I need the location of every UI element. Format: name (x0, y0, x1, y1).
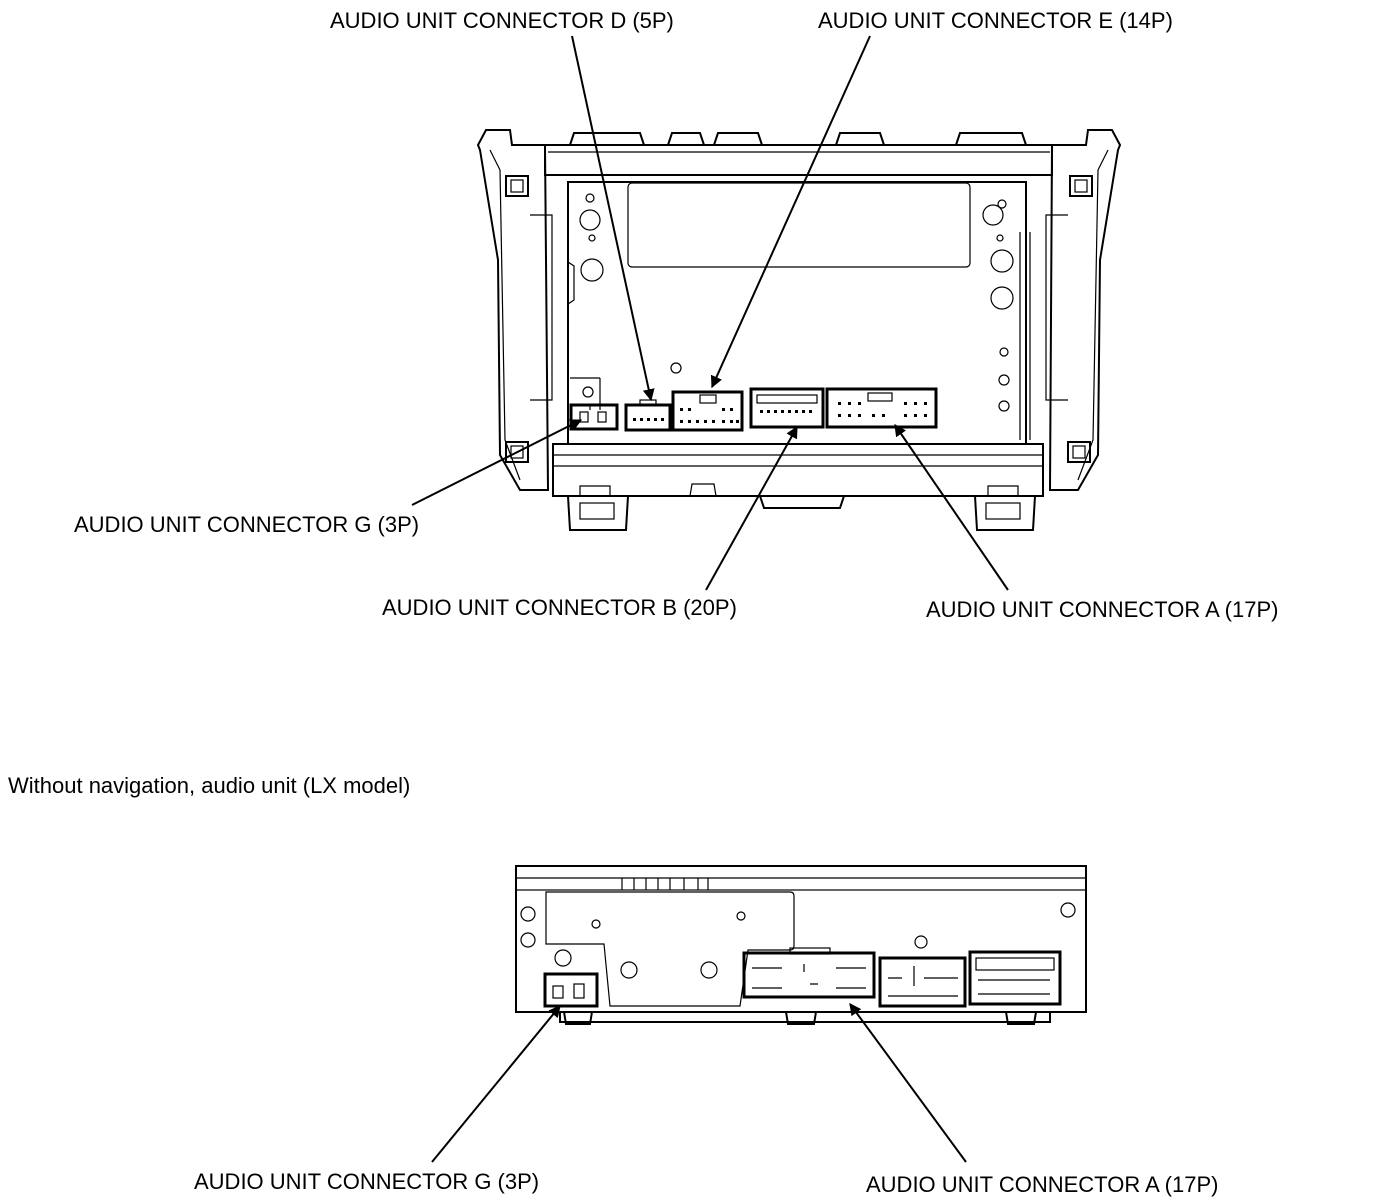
top-label-connector-e: AUDIO UNIT CONNECTOR E (14P) (818, 8, 1173, 33)
top-connector-b (749, 387, 825, 429)
bottom-label-connector-a: AUDIO UNIT CONNECTOR A (17P) (866, 1172, 1219, 1197)
bottom-leader-lines (431, 1003, 967, 1163)
bottom-label-connector-g: AUDIO UNIT CONNECTOR G (3P) (194, 1169, 540, 1194)
bottom-connector-a (742, 947, 876, 999)
top-connector-g (569, 403, 619, 431)
top-leader-lines (411, 35, 1009, 591)
top-connector-e (671, 390, 744, 432)
top-label-connector-b: AUDIO UNIT CONNECTOR B (20P) (382, 595, 737, 620)
bottom-audio-unit (515, 865, 1087, 1025)
top-connector-d (624, 399, 672, 432)
section-title: Without navigation, audio unit (LX model… (8, 773, 411, 798)
bottom-connector-middle (878, 956, 967, 1008)
top-label-connector-a: AUDIO UNIT CONNECTOR A (17P) (926, 597, 1279, 622)
top-label-connector-g: AUDIO UNIT CONNECTOR G (3P) (74, 512, 420, 537)
bottom-connector-right (968, 950, 1062, 1006)
top-audio-unit (476, 129, 1122, 531)
top-label-connector-d: AUDIO UNIT CONNECTOR D (5P) (330, 8, 674, 33)
top-connector-a (825, 387, 938, 429)
bottom-connector-g (543, 972, 599, 1008)
